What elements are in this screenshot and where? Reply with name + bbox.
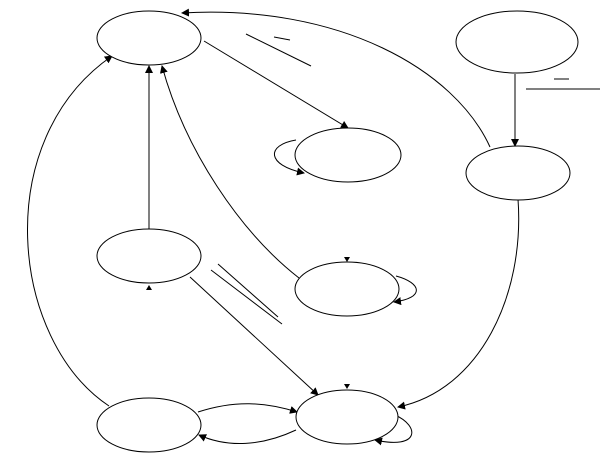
state-n7[interactable]	[96, 397, 202, 453]
marker-n4-below	[146, 285, 152, 290]
marker-n5-above	[344, 257, 350, 262]
edges	[27, 8, 520, 446]
label-line-n1-n3-long	[245, 33, 312, 67]
edge-n3-self-loop	[274, 139, 305, 176]
state-n3[interactable]	[294, 127, 402, 183]
edge-n6-n8	[397, 198, 520, 410]
label-line-n1-n3-short	[273, 36, 291, 41]
edge-n1-n3	[203, 40, 349, 129]
edge-n5-n1	[159, 65, 300, 279]
marker-n8-above	[344, 384, 350, 389]
edge-n7-n1	[27, 55, 113, 407]
edge-n6-n1	[181, 8, 491, 148]
label-line-n4-n8-b	[210, 269, 283, 325]
edge-n5-self-loop	[393, 275, 417, 306]
nodes	[96, 10, 579, 453]
state-n2[interactable]	[455, 10, 579, 74]
state-n1[interactable]	[96, 10, 202, 66]
edge-n8-self-loop	[374, 414, 413, 446]
edge-n7-n8	[197, 403, 298, 414]
state-n4[interactable]	[96, 228, 202, 284]
state-n8[interactable]	[295, 389, 399, 445]
edge-n8-n7	[198, 429, 297, 445]
state-n5[interactable]	[294, 261, 400, 317]
label-lines	[210, 33, 600, 325]
entry-markers	[146, 257, 350, 389]
state-n6[interactable]	[465, 145, 571, 201]
label-line-n4-n8-a	[217, 263, 279, 318]
edge-n4-n8	[189, 276, 319, 396]
